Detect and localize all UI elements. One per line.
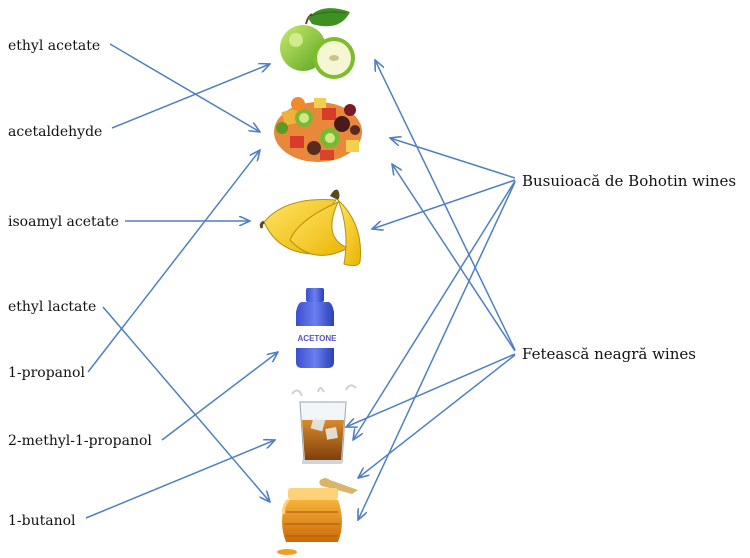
arrow-feteasca-to-whisky bbox=[346, 353, 516, 427]
compound-ethyl-acetate-label: ethyl acetate bbox=[8, 38, 101, 54]
acetone-bottle-icon: ACETONE bbox=[294, 288, 340, 368]
arrow-1-propanol-to-fruit-salad bbox=[87, 150, 260, 373]
compound-1-butanol-label: 1-butanol bbox=[8, 513, 76, 529]
arrow-1-butanol-to-whisky bbox=[85, 440, 275, 519]
arrow-ethyl-lactate-to-honey bbox=[102, 306, 270, 502]
arrow-acetaldehyde-to-green-apple bbox=[111, 64, 270, 129]
compound-2-methyl-1-propanol-label: 2-methyl-1-propanol bbox=[8, 433, 152, 449]
compound-1-propanol-label: 1-propanol bbox=[8, 365, 85, 381]
honey-jar-icon bbox=[277, 478, 358, 555]
compound-arrows bbox=[85, 43, 278, 519]
whisky-glass-icon bbox=[291, 384, 357, 464]
compound-ethyl-lactate-label: ethyl lactate bbox=[8, 299, 97, 315]
arrow-busuioaca-to-fruit-salad bbox=[390, 138, 516, 179]
arrow-ethyl-acetate-to-fruit-salad bbox=[109, 43, 260, 132]
wine-busuioaca-label: Busuioacă de Bohotin wines bbox=[522, 172, 737, 190]
arrow-busuioaca-to-honey bbox=[358, 181, 516, 520]
arrow-2-methyl-1-propanol-to-acetone bbox=[161, 352, 278, 441]
green-apple-icon bbox=[280, 8, 355, 79]
acetone-bottle-label: ACETONE bbox=[298, 334, 338, 343]
banana-icon bbox=[259, 189, 362, 267]
fruit-salad-icon bbox=[274, 97, 362, 162]
arrow-feteasca-to-honey bbox=[358, 354, 516, 478]
arrow-feteasca-to-fruit-salad bbox=[392, 164, 516, 352]
compound-acetaldehyde-label: acetaldehyde bbox=[8, 124, 103, 140]
wine-feteasca-label: Fetească neagră wines bbox=[522, 345, 696, 363]
wine-arrows bbox=[346, 60, 516, 520]
compound-isoamyl-acetate-label: isoamyl acetate bbox=[8, 214, 119, 230]
arrow-busuioaca-to-whisky bbox=[353, 180, 516, 440]
arrow-feteasca-to-green-apple bbox=[375, 60, 516, 351]
arrow-busuioaca-to-banana bbox=[372, 179, 516, 229]
